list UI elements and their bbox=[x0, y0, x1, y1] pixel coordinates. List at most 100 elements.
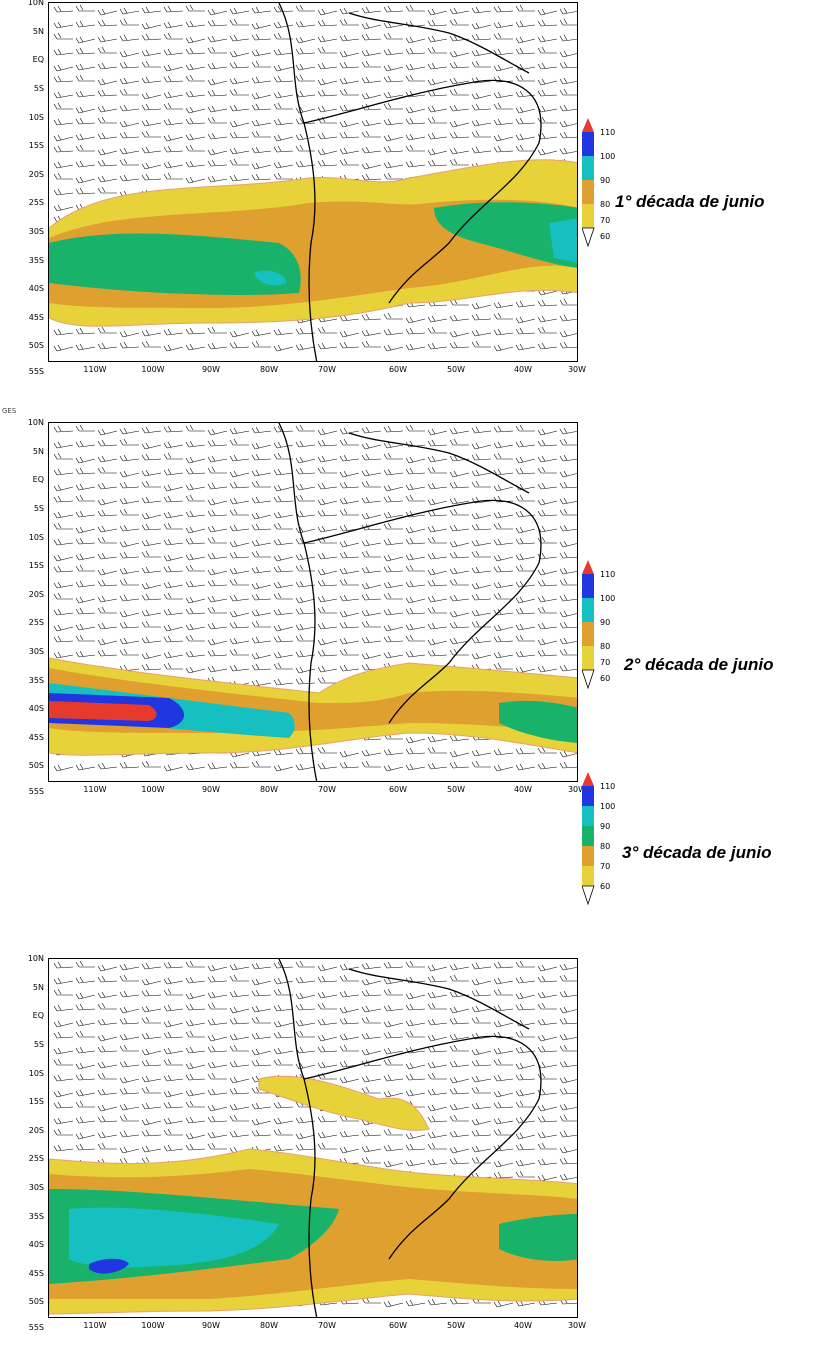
wind-barb bbox=[119, 1130, 140, 1138]
wind-barb bbox=[537, 46, 557, 54]
wind-barb bbox=[207, 116, 227, 124]
wind-barb bbox=[75, 144, 95, 152]
wind-barb bbox=[493, 452, 513, 460]
wind-barb bbox=[405, 63, 426, 71]
wind-barb bbox=[163, 554, 184, 562]
wind-barb bbox=[383, 1144, 404, 1152]
wind-barb bbox=[75, 36, 96, 44]
wind-barb bbox=[163, 452, 183, 460]
wind-barb bbox=[493, 1004, 514, 1012]
wind-barb bbox=[141, 442, 162, 450]
wind-barb bbox=[361, 550, 381, 558]
wind-barb bbox=[427, 19, 448, 27]
wind-barb bbox=[383, 102, 403, 110]
wind-barb bbox=[515, 20, 536, 28]
wind-barb bbox=[119, 50, 140, 58]
wind-barb bbox=[229, 497, 250, 505]
wind-barb bbox=[295, 133, 316, 141]
wind-barb bbox=[559, 761, 577, 769]
wind-barb bbox=[383, 538, 404, 546]
wind-barb bbox=[493, 441, 514, 449]
wind-barb bbox=[405, 74, 425, 82]
wind-barb bbox=[449, 1076, 470, 1084]
wind-barb bbox=[383, 161, 404, 169]
wind-barb bbox=[141, 92, 162, 100]
wind-barb bbox=[185, 20, 206, 28]
wind-barb bbox=[383, 511, 404, 519]
wind-barb bbox=[97, 89, 118, 97]
wind-barb bbox=[449, 1006, 470, 1014]
wind-barb bbox=[229, 1103, 250, 1111]
wind-barb bbox=[449, 330, 470, 338]
wind-barb bbox=[471, 989, 492, 997]
wind-barb bbox=[97, 455, 118, 463]
wind-barb bbox=[119, 120, 140, 128]
wind-barb bbox=[515, 960, 535, 968]
wind-barb bbox=[75, 650, 96, 658]
wind-barb bbox=[361, 60, 381, 68]
wind-barb bbox=[207, 455, 228, 463]
lat-label: 55S bbox=[28, 787, 44, 796]
wind-barb bbox=[339, 131, 360, 139]
wind-barb bbox=[229, 147, 250, 155]
wind-barb bbox=[383, 5, 404, 13]
wind-barb bbox=[53, 204, 74, 212]
wind-barb bbox=[317, 975, 338, 983]
wind-barb bbox=[163, 1031, 184, 1039]
wind-barb bbox=[449, 18, 469, 26]
wind-barb bbox=[295, 623, 316, 631]
wind-barb bbox=[317, 676, 337, 684]
wind-barb bbox=[471, 962, 492, 970]
wind-barb bbox=[119, 1146, 140, 1154]
wind-barb bbox=[361, 1032, 382, 1040]
wind-barb bbox=[185, 763, 206, 771]
wind-barb bbox=[97, 536, 117, 544]
wind-barb bbox=[537, 466, 557, 474]
wind-barb bbox=[405, 763, 426, 771]
lon-label: 100W bbox=[141, 365, 165, 374]
wind-barb bbox=[53, 1004, 74, 1012]
wind-barb bbox=[185, 456, 206, 464]
wind-barb bbox=[515, 300, 536, 308]
wind-barb bbox=[471, 749, 492, 757]
wind-barb bbox=[163, 172, 183, 180]
wind-barb bbox=[273, 118, 294, 126]
legend-label: 70 bbox=[600, 216, 611, 225]
wind-barb bbox=[339, 18, 359, 26]
wind-barb bbox=[317, 105, 338, 113]
wind-barb bbox=[317, 466, 337, 474]
wind-barb bbox=[383, 988, 403, 996]
wind-barb bbox=[559, 120, 577, 128]
legend-bar-1 bbox=[582, 118, 595, 248]
wind-barb bbox=[405, 467, 426, 475]
lat-label: 40S bbox=[28, 1240, 44, 1249]
wind-barb bbox=[97, 552, 118, 560]
wind-barb bbox=[537, 8, 558, 16]
wind-barb bbox=[339, 120, 360, 128]
wind-barb bbox=[185, 467, 206, 475]
wind-barb bbox=[295, 440, 316, 448]
wind-barb bbox=[163, 522, 183, 530]
wind-barb bbox=[163, 961, 184, 969]
wind-barb bbox=[405, 117, 426, 125]
wind-barb bbox=[427, 568, 448, 576]
wind-barb bbox=[339, 508, 359, 516]
wind-barb bbox=[53, 425, 74, 433]
wind-barb bbox=[251, 989, 272, 997]
wind-barb bbox=[185, 607, 206, 615]
wind-barb bbox=[471, 636, 492, 644]
wind-barb bbox=[559, 1076, 577, 1084]
wind-barb bbox=[295, 1003, 316, 1011]
wind-barb bbox=[97, 1115, 118, 1123]
lat-label: 30S bbox=[28, 1183, 44, 1192]
wind-barb bbox=[405, 327, 426, 335]
wind-barb bbox=[207, 342, 228, 350]
wind-barb bbox=[471, 313, 492, 321]
wind-barb bbox=[559, 1173, 577, 1181]
wind-barb bbox=[317, 89, 338, 97]
wind-barb bbox=[405, 1299, 426, 1307]
lat-label: 25S bbox=[28, 1154, 44, 1163]
wind-barb bbox=[427, 1142, 447, 1150]
wind-barb bbox=[141, 663, 162, 671]
wind-barb bbox=[515, 607, 536, 615]
